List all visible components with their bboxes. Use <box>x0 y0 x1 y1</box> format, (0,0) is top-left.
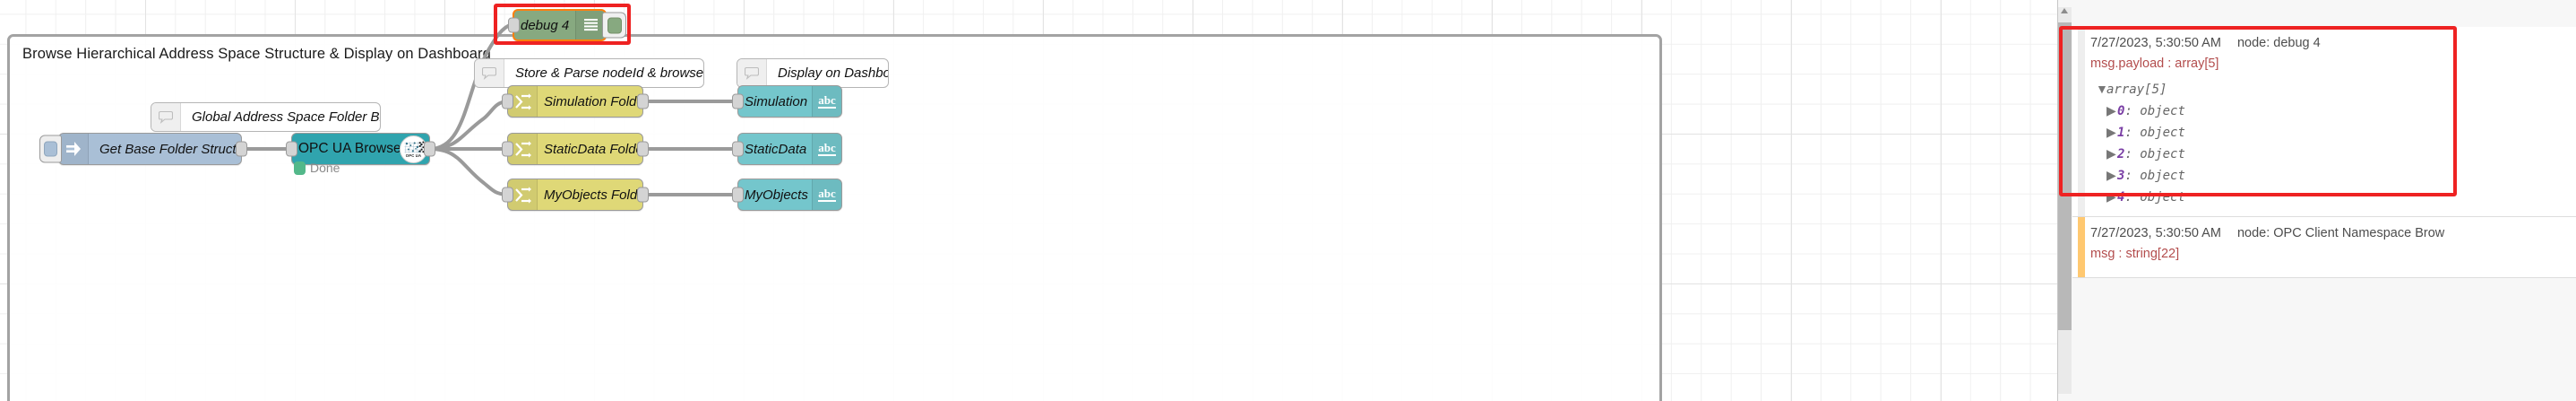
message-header: 7/27/2023, 5:30:50 AM node: debug 4 <box>2090 36 2569 50</box>
opcua-browser-node[interactable]: OPC UA Browser <box>286 133 435 165</box>
status-dot <box>294 161 306 175</box>
abc-icon: abc <box>812 86 841 117</box>
comment-label: Global Address Space Folder Browse <box>192 109 380 125</box>
message-accent-bar <box>2078 27 2085 216</box>
opcua-browser-label: OPC UA Browser <box>298 141 400 156</box>
item-index: 3 <box>2117 168 2125 183</box>
root-type-label: array[5] <box>2106 82 2167 97</box>
debug-tree-item[interactable]: ▶0: object <box>2106 102 2185 118</box>
ui-text-node-label: Simulation <box>745 93 808 109</box>
item-type: object <box>2140 168 2185 183</box>
scrollbar-thumb[interactable] <box>2058 22 2072 330</box>
debug-tree-item[interactable]: ▶4: object <box>2106 188 2185 205</box>
message-accent-bar <box>2078 217 2085 277</box>
debug-sidebar: 7/27/2023, 5:30:50 AM node: debug 4 msg.… <box>2057 0 2576 401</box>
message-timestamp: 7/27/2023, 5:30:50 AM <box>2090 226 2221 240</box>
item-index: 2 <box>2117 146 2125 161</box>
item-type: object <box>2140 103 2185 118</box>
output-port[interactable] <box>637 187 649 203</box>
output-port[interactable] <box>424 141 435 157</box>
inject-button[interactable] <box>39 135 62 163</box>
debug-message-list[interactable]: 7/27/2023, 5:30:50 AM node: debug 4 msg.… <box>2072 0 2576 401</box>
message-source-node: node: debug 4 <box>2236 36 2321 50</box>
debug-lines-icon <box>575 11 605 39</box>
debug-tree-item[interactable]: ▶1: object <box>2106 124 2185 140</box>
debug-tree-item[interactable]: ▶3: object <box>2106 167 2185 183</box>
ui-text-node-label: StaticData <box>745 141 807 157</box>
inject-node-label: Get Base Folder Structure1 <box>99 142 241 157</box>
input-port[interactable] <box>732 187 744 203</box>
item-type: object <box>2140 125 2185 140</box>
inject-node-get-base-folder-structure[interactable]: Get Base Folder Structure1 <box>39 133 247 165</box>
switch-node-staticdata-folder[interactable]: StaticData Folder <box>502 133 649 165</box>
comment-label: Store & Parse nodeId & browseName <box>515 65 703 81</box>
opcua-node-status: Done <box>294 161 340 175</box>
input-port[interactable] <box>502 187 513 203</box>
switch-node-label: MyObjects Folder <box>544 187 642 203</box>
input-port[interactable] <box>508 17 520 33</box>
input-port[interactable] <box>732 141 744 157</box>
abc-icon-text: abc <box>818 187 836 202</box>
switch-node-myobjects-folder[interactable]: MyObjects Folder <box>502 179 649 211</box>
abc-icon: abc <box>812 134 841 164</box>
comment-node-store-parse[interactable]: Store & Parse nodeId & browseName <box>474 58 704 88</box>
input-port[interactable] <box>286 141 297 157</box>
abc-icon: abc <box>812 179 841 210</box>
switch-node-label: Simulation Folder <box>544 93 642 109</box>
item-index: 0 <box>2117 103 2125 118</box>
comment-icon <box>737 59 767 87</box>
item-index: 1 <box>2117 125 2125 140</box>
expand-caret-icon[interactable]: ▶ <box>2106 102 2116 118</box>
comment-icon <box>475 59 504 87</box>
opc-ua-badge-text: OPC UA <box>405 153 422 158</box>
input-port[interactable] <box>502 141 513 157</box>
ui-text-node-label: MyObjects <box>745 187 808 203</box>
ui-text-node-myobjects[interactable]: MyObjects abc <box>732 179 842 211</box>
inject-arrow-icon <box>59 134 89 164</box>
comment-node-global-browse[interactable]: Global Address Space Folder Browse <box>151 102 381 132</box>
expand-caret-icon[interactable]: ▼ <box>2096 81 2108 96</box>
debug-node-label: debug 4 <box>521 17 570 33</box>
switch-node-label: StaticData Folder <box>544 141 642 157</box>
debug-tree-item[interactable]: ▶2: object <box>2106 145 2185 161</box>
comment-label: Display on Dashboard <box>778 65 888 81</box>
ui-text-node-staticdata[interactable]: StaticData abc <box>732 133 842 165</box>
switch-node-simulation-folder[interactable]: Simulation Folder <box>502 85 649 118</box>
output-port[interactable] <box>236 141 247 157</box>
wire-layer <box>242 22 737 196</box>
expand-caret-icon[interactable]: ▶ <box>2106 145 2116 161</box>
message-timestamp: 7/27/2023, 5:30:50 AM <box>2090 36 2221 50</box>
output-port[interactable] <box>637 141 649 157</box>
item-type: object <box>2140 189 2185 205</box>
output-port[interactable] <box>637 93 649 109</box>
comment-icon <box>151 103 181 131</box>
input-port[interactable] <box>502 93 513 109</box>
input-port[interactable] <box>732 93 744 109</box>
status-label: Done <box>310 161 340 175</box>
message-property: msg : string[22] <box>2090 247 2180 261</box>
item-type: object <box>2140 146 2185 161</box>
debug-message-item[interactable]: 7/27/2023, 5:30:50 AM node: debug 4 msg.… <box>2072 27 2576 217</box>
group-title: Browse Hierarchical Address Space Struct… <box>22 46 491 62</box>
debug-message-item[interactable]: 7/27/2023, 5:30:50 AM node: OPC Client N… <box>2072 217 2576 278</box>
debug-enable-toggle[interactable] <box>602 12 626 39</box>
expand-caret-icon[interactable]: ▶ <box>2106 124 2116 139</box>
item-index: 4 <box>2117 189 2125 205</box>
message-header: 7/27/2023, 5:30:50 AM node: OPC Client N… <box>2090 226 2569 240</box>
message-property: msg.payload : array[5] <box>2090 57 2219 71</box>
ui-text-node-simulation[interactable]: Simulation abc <box>732 85 842 118</box>
comment-node-display-dashboard[interactable]: Display on Dashboard <box>737 58 889 88</box>
expand-caret-icon[interactable]: ▶ <box>2106 167 2116 182</box>
expand-caret-icon[interactable]: ▶ <box>2106 188 2116 204</box>
message-source-node: node: OPC Client Namespace Brow <box>2236 226 2445 240</box>
debug-node-4[interactable]: debug 4 <box>508 9 626 41</box>
abc-icon-text: abc <box>818 93 836 109</box>
scroll-up-arrow-icon[interactable] <box>2061 8 2068 13</box>
debug-tree-root[interactable]: ▼array[5] <box>2090 78 2569 100</box>
sidebar-scrollbar[interactable] <box>2058 7 2072 394</box>
flow-canvas[interactable]: Browse Hierarchical Address Space Struct… <box>0 0 2057 401</box>
abc-icon-text: abc <box>818 141 836 156</box>
